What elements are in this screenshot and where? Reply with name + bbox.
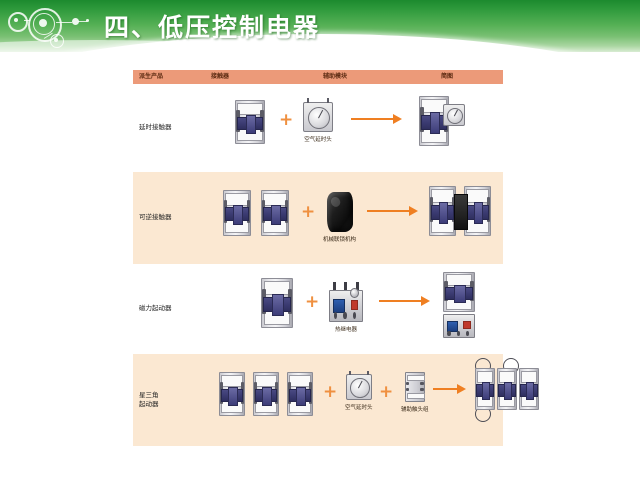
component-contactor <box>235 100 267 148</box>
plus-symbol: + <box>379 382 394 402</box>
component-contactor <box>261 190 291 240</box>
row-content: + 机械联锁机构 <box>211 172 503 264</box>
plus-symbol: + <box>279 110 294 130</box>
row-label-reversing-contactor: 可逆接触器 <box>139 213 172 222</box>
component-mechanical-interlock: 机械联锁机构 <box>323 192 356 244</box>
component-assembly-result <box>473 358 542 422</box>
component-assembly-result <box>441 272 484 342</box>
table-row: 星三角 起动器 <box>133 354 542 446</box>
component-contactor <box>287 372 315 420</box>
component-caption: 辅助触头组 <box>401 407 429 413</box>
component-timer-head: 空气延时头 <box>303 98 333 144</box>
plus-symbol: + <box>305 292 320 312</box>
row-label-magnetic-starter: 磁力起动器 <box>139 304 172 313</box>
row-label-delay-contactor: 延时接触器 <box>139 123 172 132</box>
component-caption: 空气延时头 <box>304 137 332 143</box>
arrow-icon <box>433 384 467 394</box>
table-row: 可逆接触器 <box>133 172 503 264</box>
row-content: + 热继电器 <box>211 264 503 354</box>
component-timer-head: 空气延时头 <box>345 370 373 412</box>
row-content: + 空气延时头 + <box>211 354 542 446</box>
component-contactor <box>223 190 253 240</box>
row-label-line-1: 星三角 <box>139 390 159 399</box>
plus-symbol: + <box>323 382 338 402</box>
column-header-derived-product: 派生产品 <box>139 73 164 80</box>
column-header-aux-module: 辅助模块 <box>323 73 348 80</box>
component-caption: 机械联锁机构 <box>323 237 357 243</box>
table-row: 延时接触器 + <box>133 84 503 172</box>
slide-header-banner: 四、低压控制电器 <box>0 0 640 52</box>
table-header-row: 派生产品 接触器 辅助模块 简图 <box>133 70 503 84</box>
row-label-star-delta-starter: 星三角 起动器 <box>139 391 211 410</box>
component-assembly-result <box>419 96 468 152</box>
product-derivation-table: 派生产品 接触器 辅助模块 简图 延时接触器 + <box>133 70 542 446</box>
component-contactor <box>253 372 281 420</box>
arrow-icon <box>351 114 403 124</box>
table-row: 磁力起动器 + <box>133 264 503 354</box>
row-label-line-2: 起动器 <box>139 400 159 408</box>
arrow-icon <box>367 206 419 216</box>
component-assembly-result <box>429 186 494 240</box>
component-contactor <box>261 278 295 332</box>
component-caption: 热继电器 <box>334 327 357 333</box>
component-caption: 空气延时头 <box>345 405 373 411</box>
plus-symbol: + <box>301 202 316 222</box>
page-title: 四、低压控制电器 <box>104 13 321 42</box>
component-contactor <box>219 372 247 420</box>
component-thermal-relay: 热继电器 <box>329 282 363 334</box>
row-content: + 空气延时头 <box>211 84 503 172</box>
column-header-diagram: 简图 <box>441 73 454 80</box>
arrow-icon <box>379 296 431 306</box>
column-header-contactor: 接触器 <box>211 73 230 80</box>
component-aux-contact-block: 辅助触头组 <box>401 372 429 414</box>
